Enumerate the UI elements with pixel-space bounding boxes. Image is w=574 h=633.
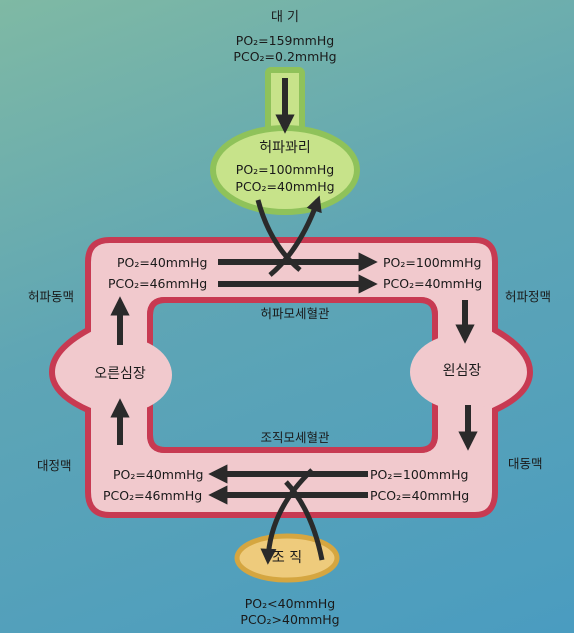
lung-po2: PO₂=100mmHg	[235, 162, 335, 177]
right-heart-label: 오른심장	[94, 366, 146, 382]
tissue-left-po2: PO₂=40mmHg	[113, 467, 204, 482]
tissue-capillary-label: 조직모세혈관	[260, 430, 330, 445]
circulation-inner-border	[147, 297, 438, 453]
lung-title: 허파꽈리	[259, 140, 311, 156]
tissue-right-po2: PO₂=100mmHg	[370, 467, 469, 482]
pulmonary-left-po2: PO₂=40mmHg	[117, 255, 208, 270]
label-pulmonary-vein: 허파정맥	[505, 289, 552, 304]
atmosphere-title: 대 기	[270, 10, 300, 25]
left-heart-label: 왼심장	[442, 363, 482, 379]
label-vena-cava: 대정맥	[37, 458, 72, 473]
tissue-left-pco2: PCO₂=46mmHg	[103, 488, 203, 503]
atmosphere-pco2: PCO₂=0.2mmHg	[233, 49, 337, 64]
label-aorta: 대동맥	[508, 456, 543, 471]
arrow-co2-to-lung	[268, 195, 322, 277]
tissue-title: 조 직	[271, 550, 303, 566]
arrow-co2-to-capillary	[284, 480, 325, 561]
pulmonary-left-pco2: PCO₂=46mmHg	[108, 276, 208, 291]
label-pulmonary-artery: 허파동맥	[28, 289, 75, 304]
left-heart-shape	[410, 334, 514, 410]
pulmonary-right-pco2: PCO₂=40mmHg	[383, 276, 483, 291]
tissue-right-pco2: PCO₂=40mmHg	[370, 488, 470, 503]
atmosphere-po2: PO₂=159mmHg	[235, 33, 335, 48]
right-heart-shape	[68, 337, 172, 413]
pulmonary-right-po2: PO₂=100mmHg	[383, 255, 482, 270]
tissue-shape	[234, 533, 340, 583]
tissue-pco2: PCO₂>40mmHg	[240, 612, 340, 627]
lung-pco2: PCO₂=40mmHg	[235, 179, 335, 194]
tissue-po2: PO₂<40mmHg	[244, 596, 336, 611]
pulmonary-capillary-label: 허파모세혈관	[260, 306, 330, 321]
arrow-o2-to-tissue	[260, 468, 314, 565]
